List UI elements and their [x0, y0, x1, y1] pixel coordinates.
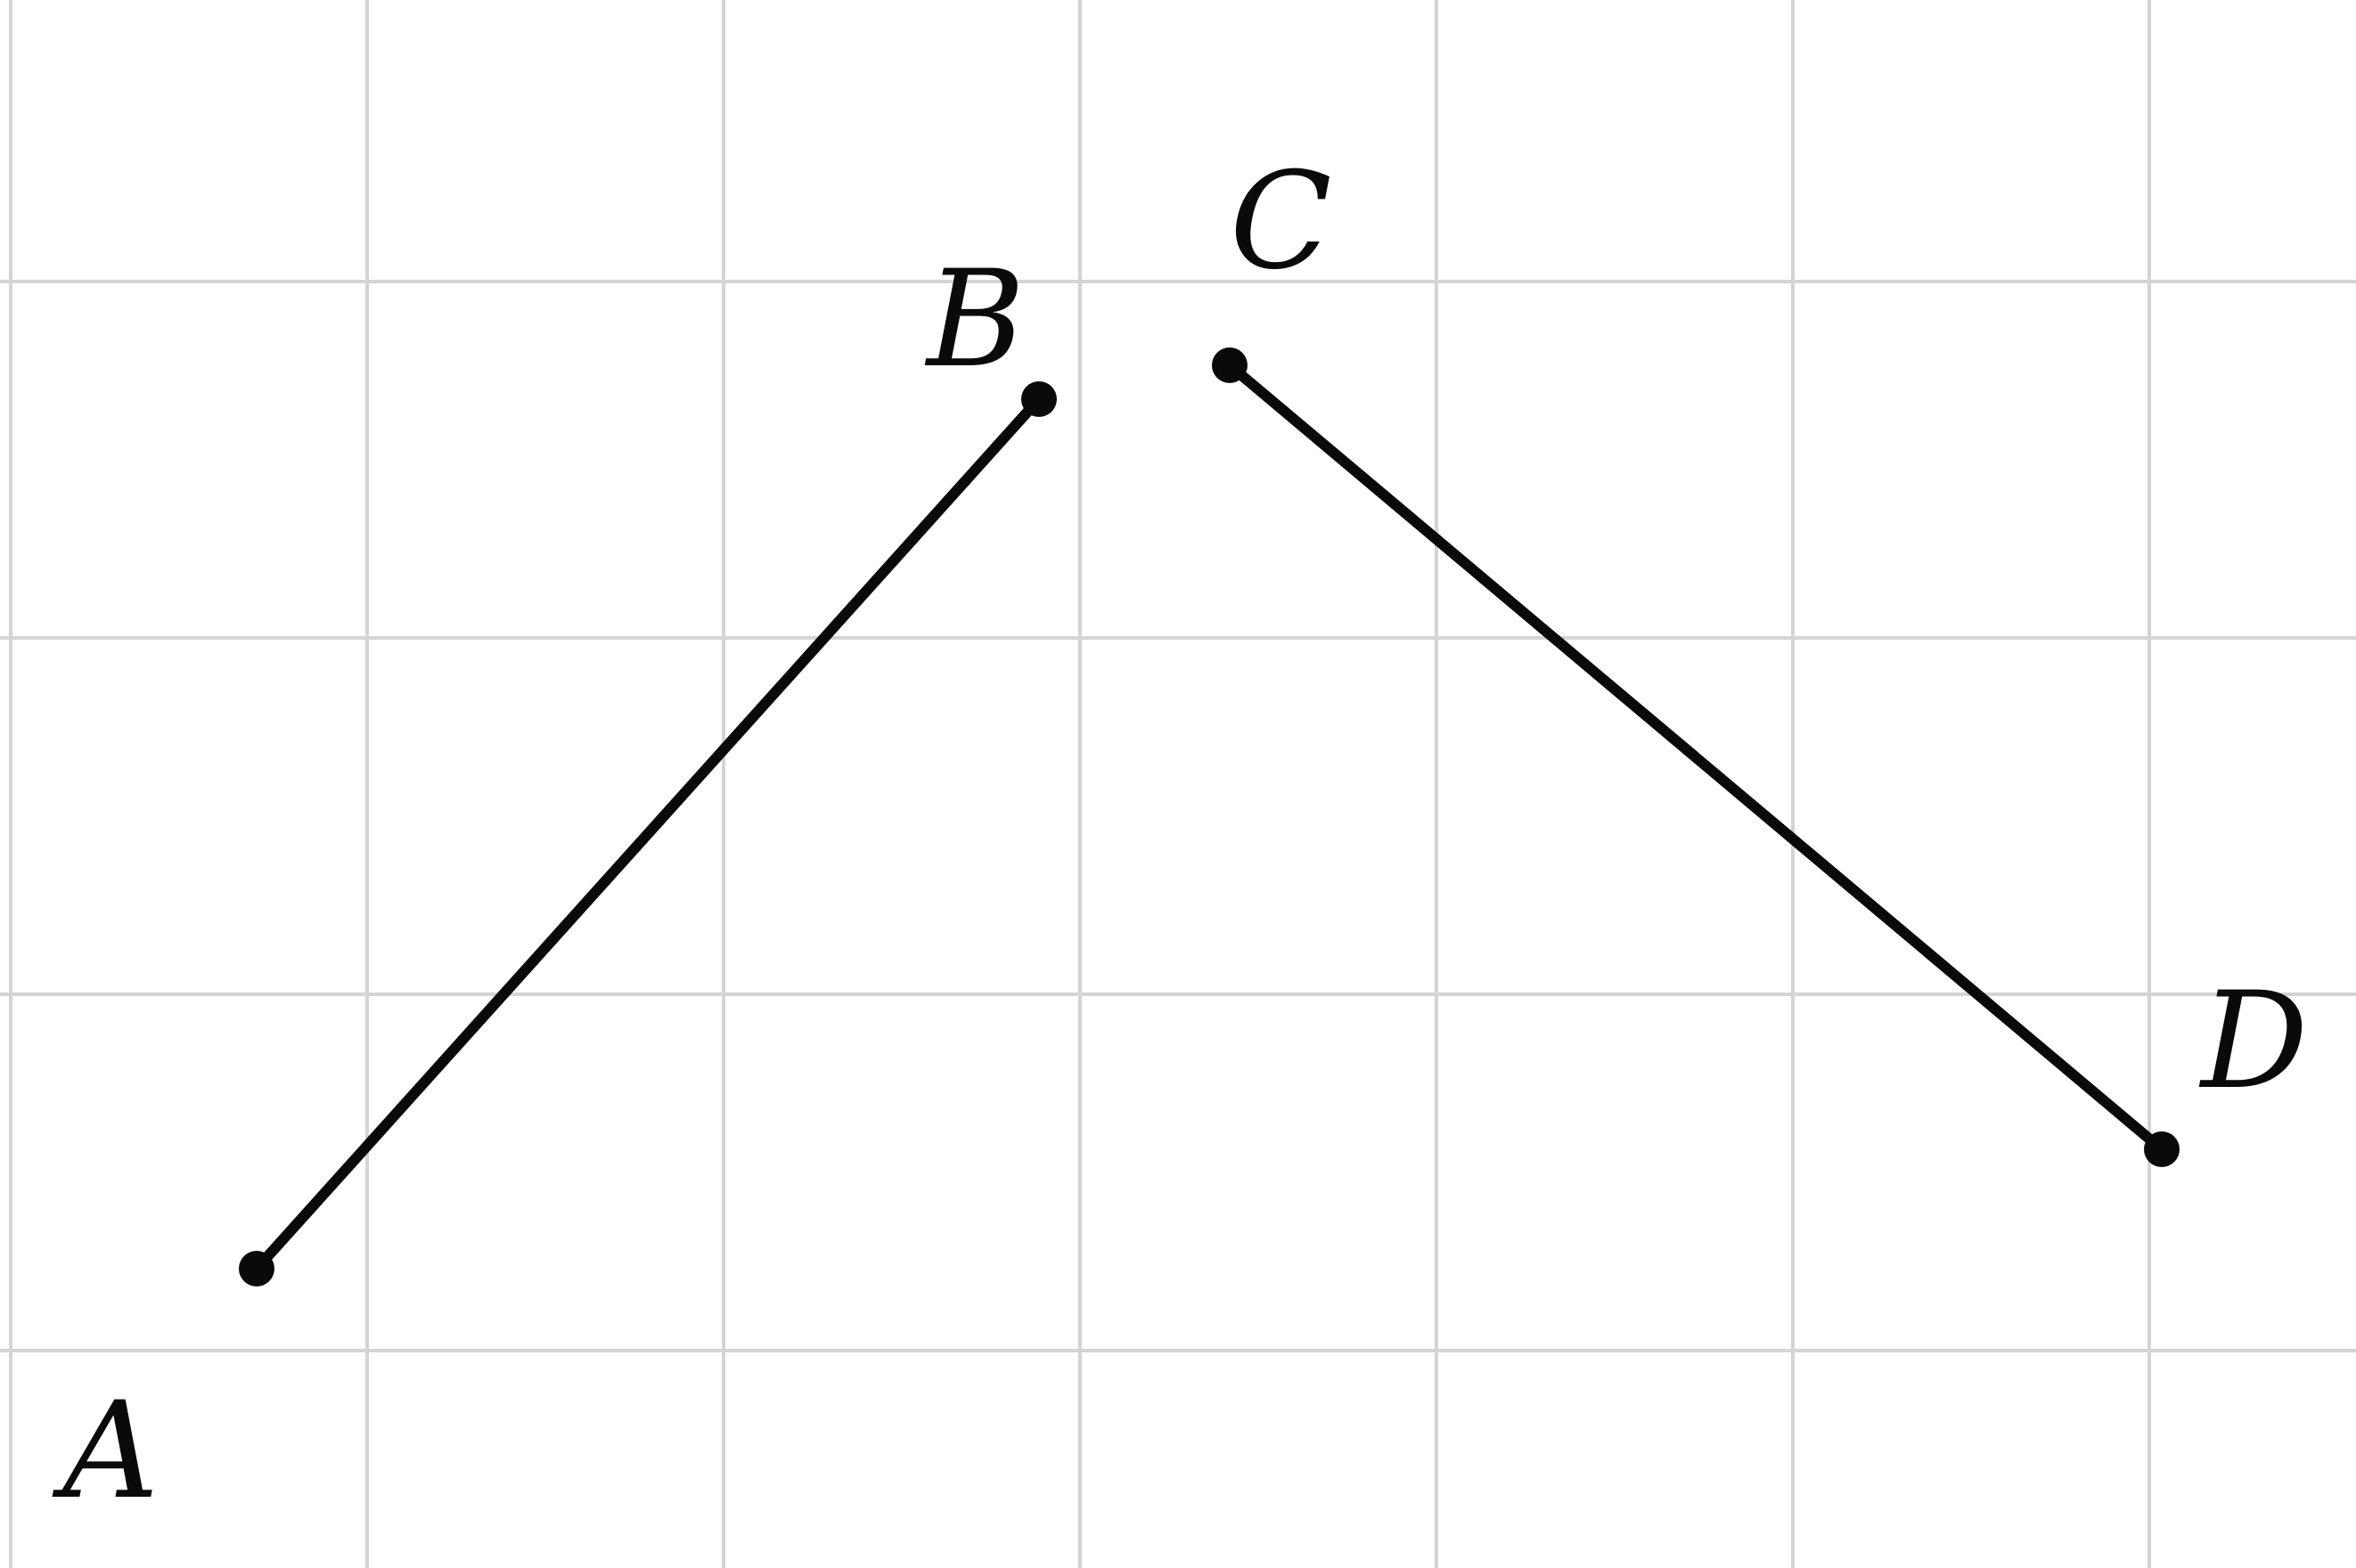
segment-ab [251, 394, 1044, 1274]
point-b-dot [1021, 381, 1057, 417]
endpoints [239, 347, 2180, 1286]
segment-cd [1224, 360, 2167, 1155]
point-a-label: A [52, 1374, 159, 1529]
point-a-dot [239, 1251, 274, 1286]
point-d-label: D [2198, 964, 2308, 1119]
point-b-label: B [924, 242, 1025, 397]
point-labels: A B C D [52, 144, 2308, 1529]
point-c-label: C [1230, 144, 1332, 299]
point-d-dot [2144, 1131, 2180, 1167]
segments [251, 360, 2167, 1274]
point-c-dot [1212, 347, 1248, 383]
